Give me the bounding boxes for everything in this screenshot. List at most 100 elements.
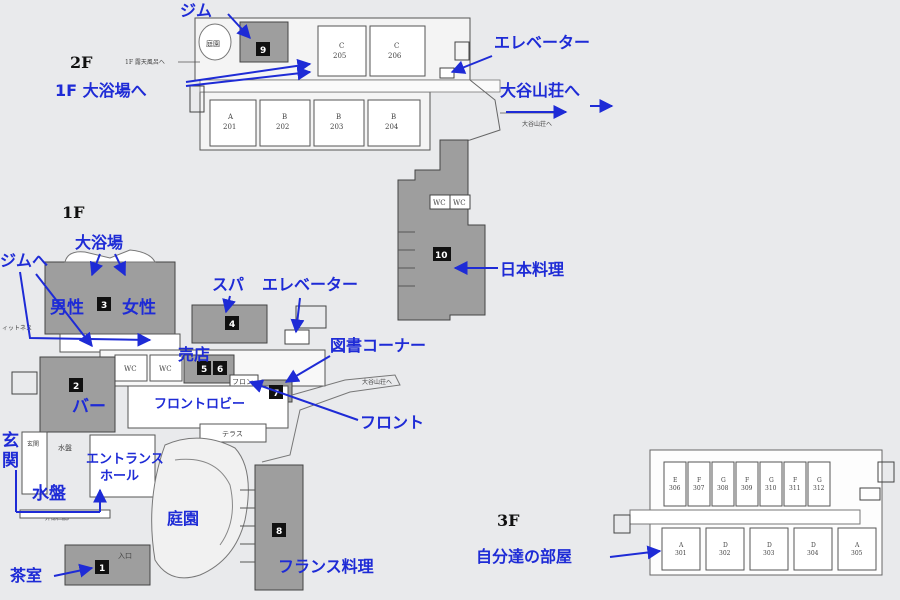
2f-room-202: B 202 (259, 99, 311, 147)
1f-stair (295, 305, 327, 329)
floor-2f-label: 2F (70, 53, 93, 72)
bath-outer-pool (64, 249, 156, 263)
japanese-wing-outline (397, 139, 486, 321)
bar-stair (11, 371, 38, 395)
svg-text:B: B (282, 113, 287, 121)
svg-text:308: 308 (717, 485, 729, 492)
1f-corridor-east (261, 374, 401, 463)
svg-text:E: E (673, 477, 677, 484)
callout-spa: スパ (212, 275, 244, 294)
svg-text:A: A (854, 542, 860, 549)
svg-text:D: D (811, 542, 816, 549)
1f-wc-2 (149, 354, 183, 382)
bath-lower (59, 333, 181, 353)
1f-wc-1 (114, 354, 148, 382)
terrace-label: テラス (222, 430, 243, 438)
terrace (199, 423, 267, 443)
callout-genkan-2: 関 (2, 451, 19, 471)
callout-elevator-1f: エレベーター (262, 275, 358, 294)
marker-8: 8 (272, 523, 286, 537)
2f-room-206: C 206 (369, 25, 426, 77)
svg-text:202: 202 (276, 123, 289, 131)
svg-text:203: 203 (330, 123, 343, 131)
2f-garden-label: 庭園 (206, 39, 220, 48)
svg-text:310: 310 (765, 485, 777, 492)
svg-text:5: 5 (201, 365, 207, 375)
svg-text:307: 307 (693, 485, 705, 492)
svg-text:D: D (767, 542, 772, 549)
svg-text:302: 302 (719, 550, 731, 557)
callout-entrance-hall-1: エントランス (86, 452, 164, 467)
marker-10: 10 (433, 247, 451, 261)
callout-to-otaniso: 大谷山荘へ (500, 81, 580, 100)
japanese-wing: WC WC (397, 139, 486, 321)
callout-front: フロント (360, 413, 424, 432)
1f-wc-1-label: WC (124, 365, 137, 373)
svg-text:7: 7 (273, 389, 279, 399)
callout-elevator-2f: エレベーター (494, 33, 590, 52)
2f-room-201: A 201 (209, 99, 257, 147)
svg-text:10: 10 (435, 251, 448, 261)
2f-corridor (199, 79, 501, 93)
svg-text:305: 305 (851, 550, 863, 557)
svg-text:205: 205 (333, 52, 346, 60)
genkan-room (21, 431, 48, 495)
floor-3f-label: 3F (497, 511, 520, 530)
2f-otaniso-small: 大谷山荘へ (522, 120, 552, 128)
callout-shop: 売店 (178, 345, 210, 364)
svg-text:C: C (339, 42, 344, 50)
3f-stair-left (613, 514, 631, 534)
svg-text:8: 8 (276, 527, 282, 537)
callout-entrance-hall-2: ホール (100, 469, 139, 484)
bar-room (39, 356, 116, 433)
svg-text:B: B (391, 113, 396, 121)
annotations: ジム エレベーター 1F 大浴場へ 大谷山荘へ 大浴場 ジムへ 男性 女性 スパ… (0, 1, 662, 585)
floor-2f: 庭園 1F 露天風呂へ C 205 C 206 A 201 B 202 (70, 17, 560, 160)
callout-men: 男性 (50, 297, 84, 318)
svg-text:F: F (745, 477, 749, 484)
svg-text:312: 312 (813, 485, 825, 492)
2f-outdoor-bath-label: 1F 露天風呂へ (125, 59, 165, 66)
callout-our-room: 自分達の部屋 (476, 547, 572, 566)
callout-water-basin: 水盤 (32, 483, 67, 504)
japanese-wc-2-label: WC (453, 199, 466, 207)
svg-text:4: 4 (229, 320, 235, 330)
svg-text:311: 311 (789, 485, 800, 492)
fitness-small-label: ィットネス (2, 325, 32, 332)
callout-genkan-1: 玄 (2, 430, 19, 451)
3f-corridor (629, 509, 861, 525)
callout-bar: バー (72, 397, 106, 417)
3f-elevator (859, 487, 881, 501)
svg-text:G: G (817, 477, 822, 484)
svg-text:C: C (394, 42, 399, 50)
svg-text:2: 2 (73, 382, 79, 392)
marker-9: 9 (256, 42, 270, 56)
svg-text:204: 204 (385, 123, 399, 131)
marker-6: 6 (213, 361, 227, 375)
3f-stair (877, 461, 895, 483)
svg-text:303: 303 (763, 550, 775, 557)
marker-1: 1 (95, 560, 109, 574)
callout-garden: 庭園 (167, 509, 199, 528)
entrance-small-label: 入口 (118, 552, 132, 560)
callout-gym: ジム (180, 1, 212, 20)
2f-room-203: B 203 (313, 99, 365, 147)
outer-corridor (19, 509, 111, 519)
marker-5: 5 (197, 361, 211, 375)
callout-to-gym: ジムへ (0, 251, 48, 270)
svg-text:G: G (721, 477, 726, 484)
1f-elevator (284, 329, 310, 345)
callout-library: 図書コーナー (330, 336, 426, 355)
genkan-small-label: 玄関 (27, 440, 39, 448)
floor-1f-label: 1F (62, 203, 85, 222)
svg-text:G: G (769, 477, 774, 484)
